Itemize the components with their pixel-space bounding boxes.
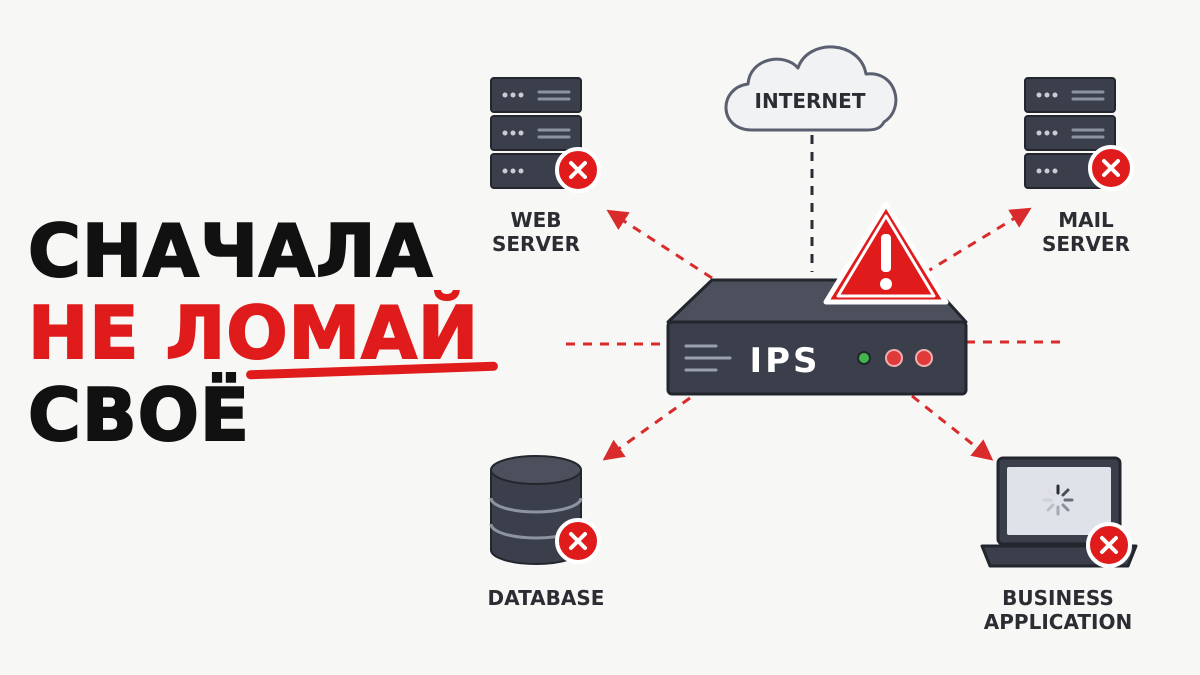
warning-triangle-icon <box>823 201 949 305</box>
headline-line-2: НЕ ЛОМАЙ <box>27 291 499 380</box>
error-x-icon <box>555 147 601 193</box>
ips-label: IPS <box>749 341 820 381</box>
headline-line-1: СНАЧАЛА <box>27 209 434 293</box>
connection-ips-database <box>602 396 691 461</box>
mail-server-label: MAIL SERVER <box>1030 208 1142 256</box>
headline: СНАЧАЛА НЕ ЛОМАЙ СВОЁ <box>27 209 499 457</box>
web-server-label: WEB SERVER <box>486 208 586 256</box>
web-server-label-line-1: WEB <box>510 208 562 232</box>
server-rack-icon <box>490 77 582 189</box>
web-server-label-line-2: SERVER <box>491 232 580 256</box>
cloud-icon <box>724 45 898 132</box>
mail-server-label-line-1: MAIL <box>1058 208 1114 232</box>
connection-ips-web-server <box>606 209 713 280</box>
internet-label: INTERNET <box>755 89 866 113</box>
error-x-icon <box>1088 145 1134 191</box>
headline-line-2-emphasis: ЛОМАЙ <box>165 291 480 375</box>
headline-line-3: СВОЁ <box>27 373 251 457</box>
business-application-label-line-2: APPLICATION <box>983 610 1133 634</box>
business-application-label-line-1: BUSINESS <box>1002 586 1114 610</box>
connection-ips-mail-server <box>909 207 1032 284</box>
connections <box>566 135 1064 461</box>
business-application-label: BUSINESS APPLICATION <box>972 586 1144 634</box>
error-x-icon <box>555 518 601 564</box>
headline-line-2-plain: НЕ <box>27 291 140 375</box>
loading-spinner-icon <box>1042 484 1074 516</box>
database-label: DATABASE <box>487 586 605 610</box>
connection-ips-business-app <box>911 394 994 461</box>
mail-server-label-line-2: SERVER <box>1041 232 1130 256</box>
error-x-icon <box>1086 522 1132 568</box>
